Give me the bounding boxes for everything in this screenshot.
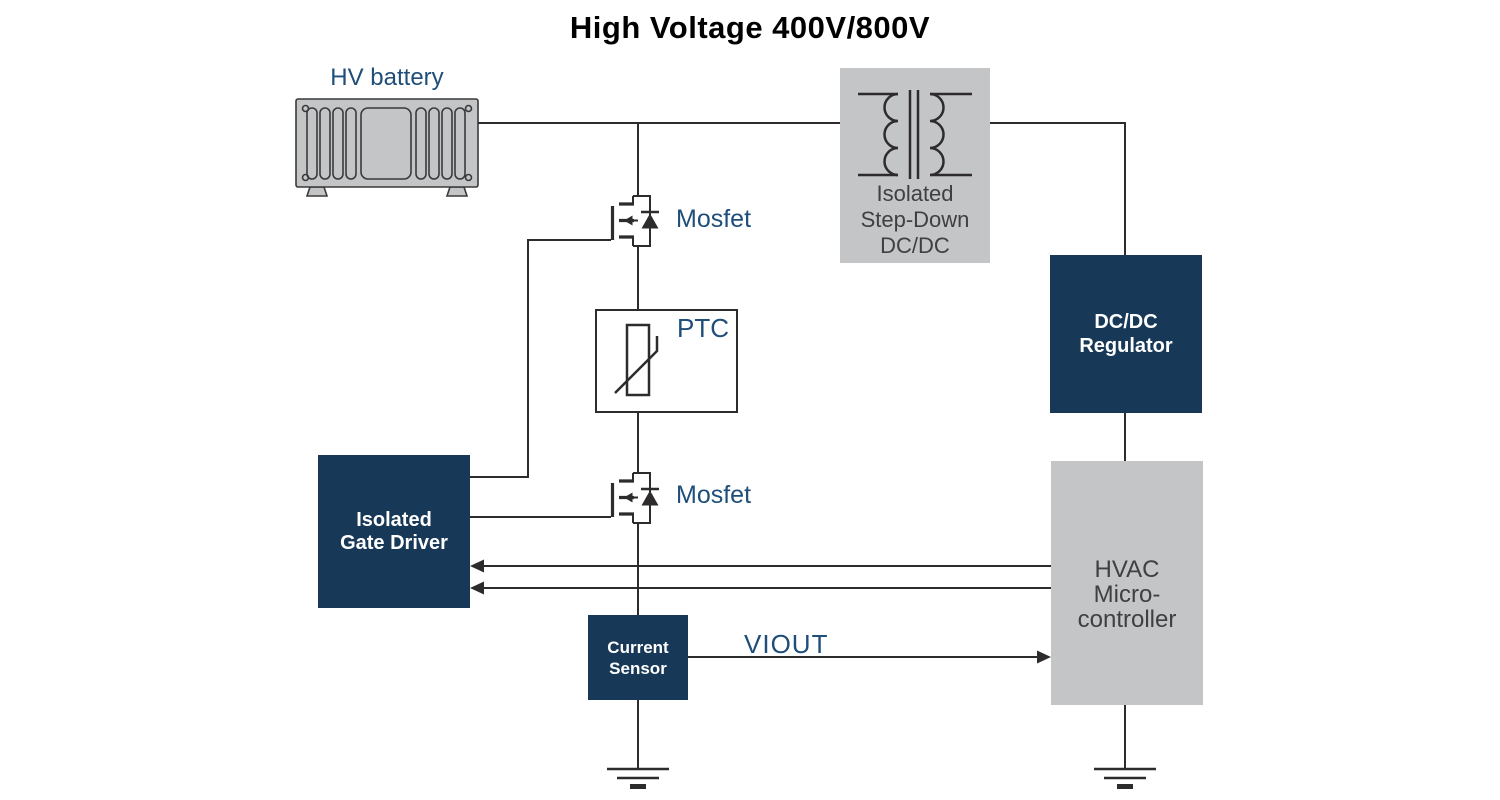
block-label-hvac-microcontroller: HVAC Micro- controller [1077, 555, 1177, 633]
mosfet-icon-bottom [610, 471, 661, 525]
label-mosfet-top: Mosfet [676, 205, 752, 233]
ground-icon-current-sensor [607, 769, 669, 787]
diagram-title: High Voltage 400V/800V [569, 10, 931, 45]
block-isolated-gate-driver: Isolated Gate Driver [318, 455, 470, 608]
wire-hv-rail [478, 122, 1126, 255]
ground-icon-hvac [1094, 769, 1156, 787]
arrow-hvac-to-gate-driver-1 [470, 559, 1051, 573]
label-viout-signal: VIOUT [744, 629, 829, 659]
block-isolated-step-down-dcdc: Isolated Step-Down DC/DC [840, 68, 990, 263]
arrow-hvac-to-gate-driver-2 [470, 581, 1051, 595]
block-label-current-sensor: Current Sensor [607, 637, 669, 678]
block-label-isolated-step-down-dcdc: Isolated Step-Down DC/DC [860, 181, 970, 258]
transformer-icon [858, 90, 972, 179]
arrow-viout [688, 650, 1051, 664]
wire-gate-drive-top [470, 239, 611, 478]
label-ptc: PTC [677, 313, 729, 343]
label-mosfet-bottom: Mosfet [676, 481, 752, 509]
block-label-isolated-gate-driver: Isolated Gate Driver [340, 508, 448, 554]
block-label-dcdc-regulator: DC/DC Regulator [1079, 311, 1173, 357]
block-dcdc-regulator: DC/DC Regulator [1050, 255, 1202, 413]
hv-battery-icon [295, 98, 479, 197]
block-hvac-microcontroller: HVAC Micro- controller [1051, 461, 1203, 705]
mosfet-icon-top [610, 194, 661, 248]
ptc-icon [595, 309, 738, 413]
label-hv-battery: HV battery [330, 64, 444, 91]
block-current-sensor: Current Sensor [588, 615, 688, 700]
